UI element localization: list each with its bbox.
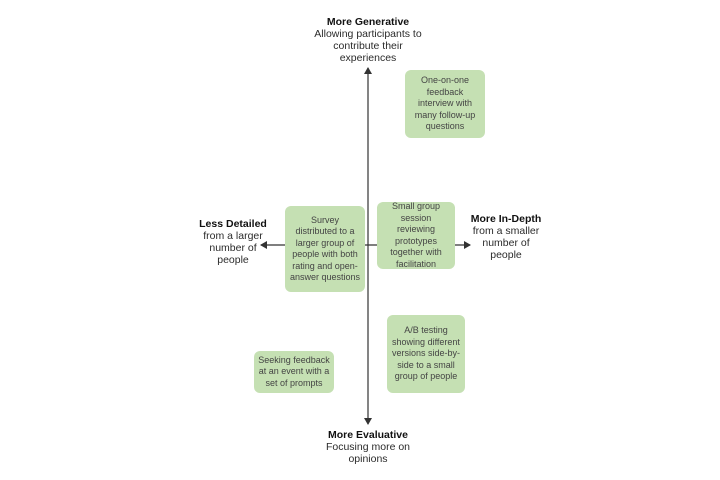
method-card-text: A/B testing showing different versions s…: [391, 325, 461, 382]
top-axis-title: More Generative: [326, 16, 410, 28]
right-axis-title: More In-Depth: [470, 213, 542, 225]
method-card-text: Small group session reviewing prototypes…: [390, 201, 442, 269]
right-axis-label: More In-Depth from a smaller number of p…: [470, 213, 542, 261]
left-axis-title: Less Detailed: [199, 218, 267, 230]
right-axis-subtitle: from a smaller number of people: [472, 225, 540, 261]
top-axis-subtitle: Allowing participants to contribute thei…: [314, 28, 422, 64]
bottom-axis-label: More Evaluative Focusing more on opinion…: [320, 429, 416, 465]
method-card-small-group-session: Small group session reviewing prototypes…: [377, 201, 455, 269]
method-card-survey: Survey distributed to a larger group of …: [285, 206, 365, 292]
bottom-axis-subtitle: Focusing more on opinions: [325, 441, 411, 465]
left-axis-subtitle: from a larger number of people: [203, 230, 263, 266]
method-card-one-on-one-interview: One-on-one feedback interview with many …: [405, 70, 485, 138]
method-card-text: One-on-one feedback interview with many …: [414, 75, 476, 132]
method-card-event-feedback: Seeking feedback at an event with a set …: [254, 351, 334, 393]
left-axis-label: Less Detailed from a larger number of pe…: [196, 218, 270, 266]
method-card-ab-testing: A/B testing showing different versions s…: [387, 315, 465, 393]
method-card-text: Survey distributed to a larger group of …: [289, 214, 361, 283]
top-axis-label: More Generative Allowing participants to…: [304, 16, 432, 64]
method-card-text: Seeking feedback at an event with a set …: [258, 354, 330, 388]
bottom-axis-title: More Evaluative: [328, 429, 408, 441]
